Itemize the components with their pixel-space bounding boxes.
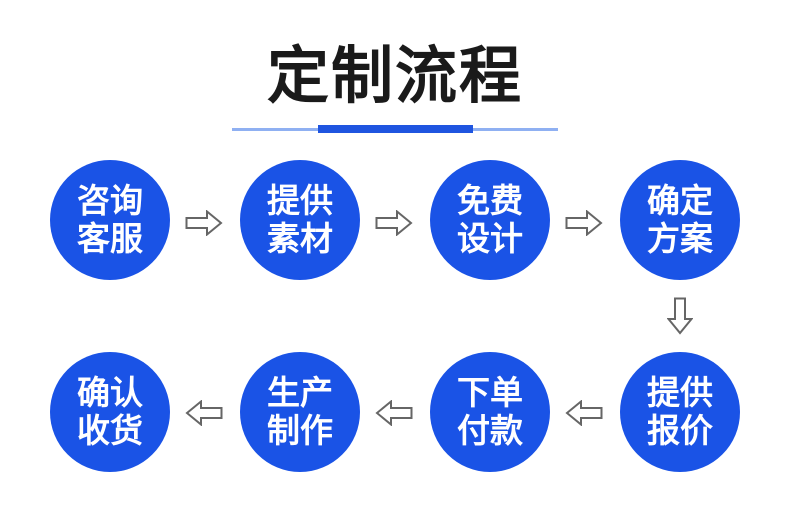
step-label-line1: 确认	[77, 373, 143, 412]
step-label-line2: 制作	[267, 411, 333, 450]
arrow-right-icon	[375, 210, 413, 236]
step-confirm-receipt: 确认 收货	[50, 352, 170, 472]
step-consult-service: 咨询 客服	[50, 160, 170, 280]
arrow-left-icon	[375, 400, 413, 426]
step-label-line1: 咨询	[77, 181, 143, 220]
step-label-line2: 方案	[647, 219, 713, 258]
step-confirm-plan: 确定 方案	[620, 160, 740, 280]
arrow-right-icon	[185, 210, 223, 236]
step-label-line1: 提供	[267, 181, 333, 220]
step-label-line1: 下单	[457, 373, 523, 412]
step-order-payment: 下单 付款	[430, 352, 550, 472]
step-label-line1: 确定	[647, 181, 713, 220]
step-label-line2: 客服	[77, 219, 143, 258]
arrow-down-icon	[667, 297, 693, 335]
step-label-line2: 付款	[457, 411, 523, 450]
step-label-line1: 免费	[457, 181, 523, 220]
step-label-line1: 生产	[267, 373, 333, 412]
arrow-left-icon	[565, 400, 603, 426]
step-label-line1: 提供	[647, 373, 713, 412]
step-label-line2: 素材	[267, 219, 333, 258]
step-provide-quote: 提供 报价	[620, 352, 740, 472]
step-production: 生产 制作	[240, 352, 360, 472]
arrow-right-icon	[565, 210, 603, 236]
step-provide-materials: 提供 素材	[240, 160, 360, 280]
step-label-line2: 收货	[77, 411, 143, 450]
arrow-left-icon	[185, 400, 223, 426]
title-underline-accent	[318, 125, 473, 133]
step-free-design: 免费 设计	[430, 160, 550, 280]
step-label-line2: 设计	[457, 219, 523, 258]
page-title: 定制流程	[266, 39, 523, 112]
step-label-line2: 报价	[647, 411, 713, 450]
